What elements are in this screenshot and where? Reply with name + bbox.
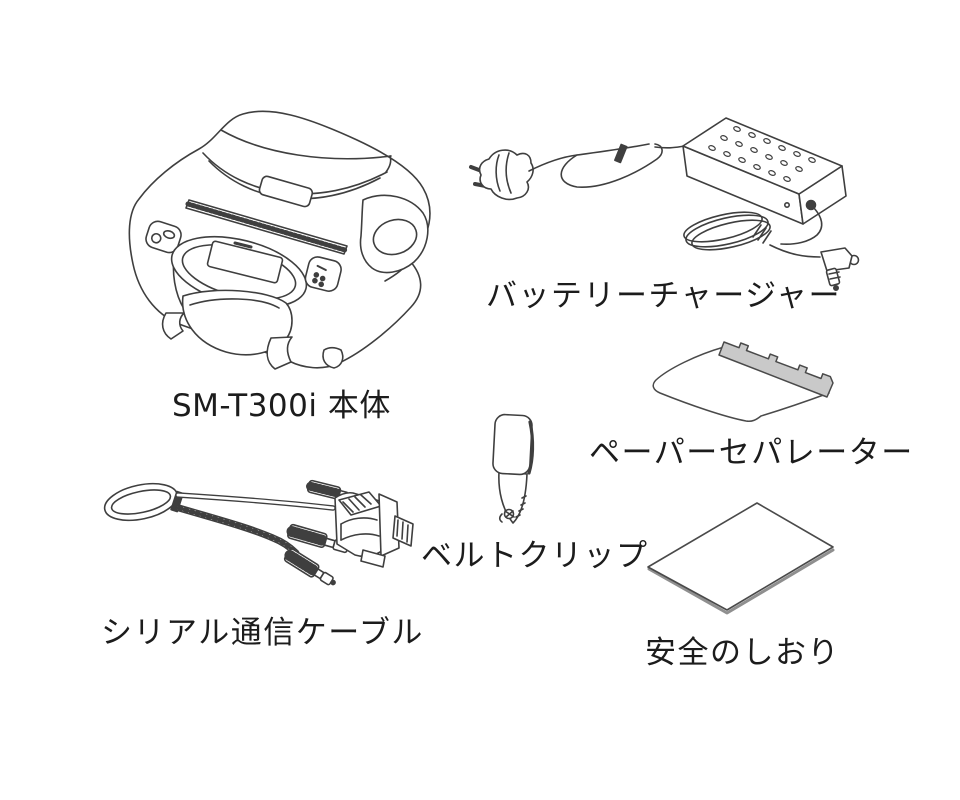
barrel-plug bbox=[284, 548, 339, 590]
printer-paper-slot bbox=[258, 175, 313, 208]
safety-leaflet-illustration bbox=[640, 495, 870, 620]
battery-charger-illustration bbox=[465, 105, 875, 295]
paper-separator-illustration bbox=[640, 335, 850, 435]
belt-clip-illustration bbox=[485, 410, 550, 535]
belt-clip-label: ベルトクリップ bbox=[421, 538, 649, 574]
printer-tear-bar bbox=[186, 200, 347, 254]
printer-side-panel bbox=[360, 195, 427, 272]
clip-screw bbox=[500, 510, 514, 523]
printer-front-window bbox=[164, 224, 313, 319]
booklet-edge-shadow bbox=[649, 550, 833, 613]
dc-plug bbox=[821, 248, 859, 290]
separator-sheet bbox=[653, 347, 829, 421]
dsub-connector bbox=[335, 492, 413, 567]
cable-loop bbox=[101, 478, 183, 527]
serial-cable-illustration bbox=[95, 468, 415, 593]
ac-plug bbox=[471, 150, 533, 199]
printer-control-pad bbox=[304, 255, 344, 293]
paper-separator-label: ペーパーセパレーター bbox=[589, 435, 914, 471]
cable-to-connector bbox=[178, 495, 333, 508]
clip-hatching bbox=[516, 496, 526, 517]
safety-leaflet-label: 安全のしおり bbox=[645, 635, 840, 671]
separator-bar bbox=[719, 342, 833, 397]
battery-charger-label: バッテリーチャージャー bbox=[486, 278, 842, 314]
dc-cable-coil bbox=[681, 206, 821, 257]
printer-belt-straps bbox=[163, 313, 343, 369]
ac-cable bbox=[529, 144, 685, 187]
printer-left-buttons bbox=[144, 219, 184, 255]
booklet-sheet bbox=[648, 503, 833, 610]
clip-plate bbox=[492, 414, 532, 475]
printer-label: SM-T300i 本体 bbox=[172, 388, 391, 424]
adapter-box bbox=[683, 118, 846, 224]
serial-cable-label: シリアル通信ケーブル bbox=[101, 615, 424, 651]
printer-illustration bbox=[95, 100, 440, 390]
cable-to-plug bbox=[179, 508, 296, 553]
